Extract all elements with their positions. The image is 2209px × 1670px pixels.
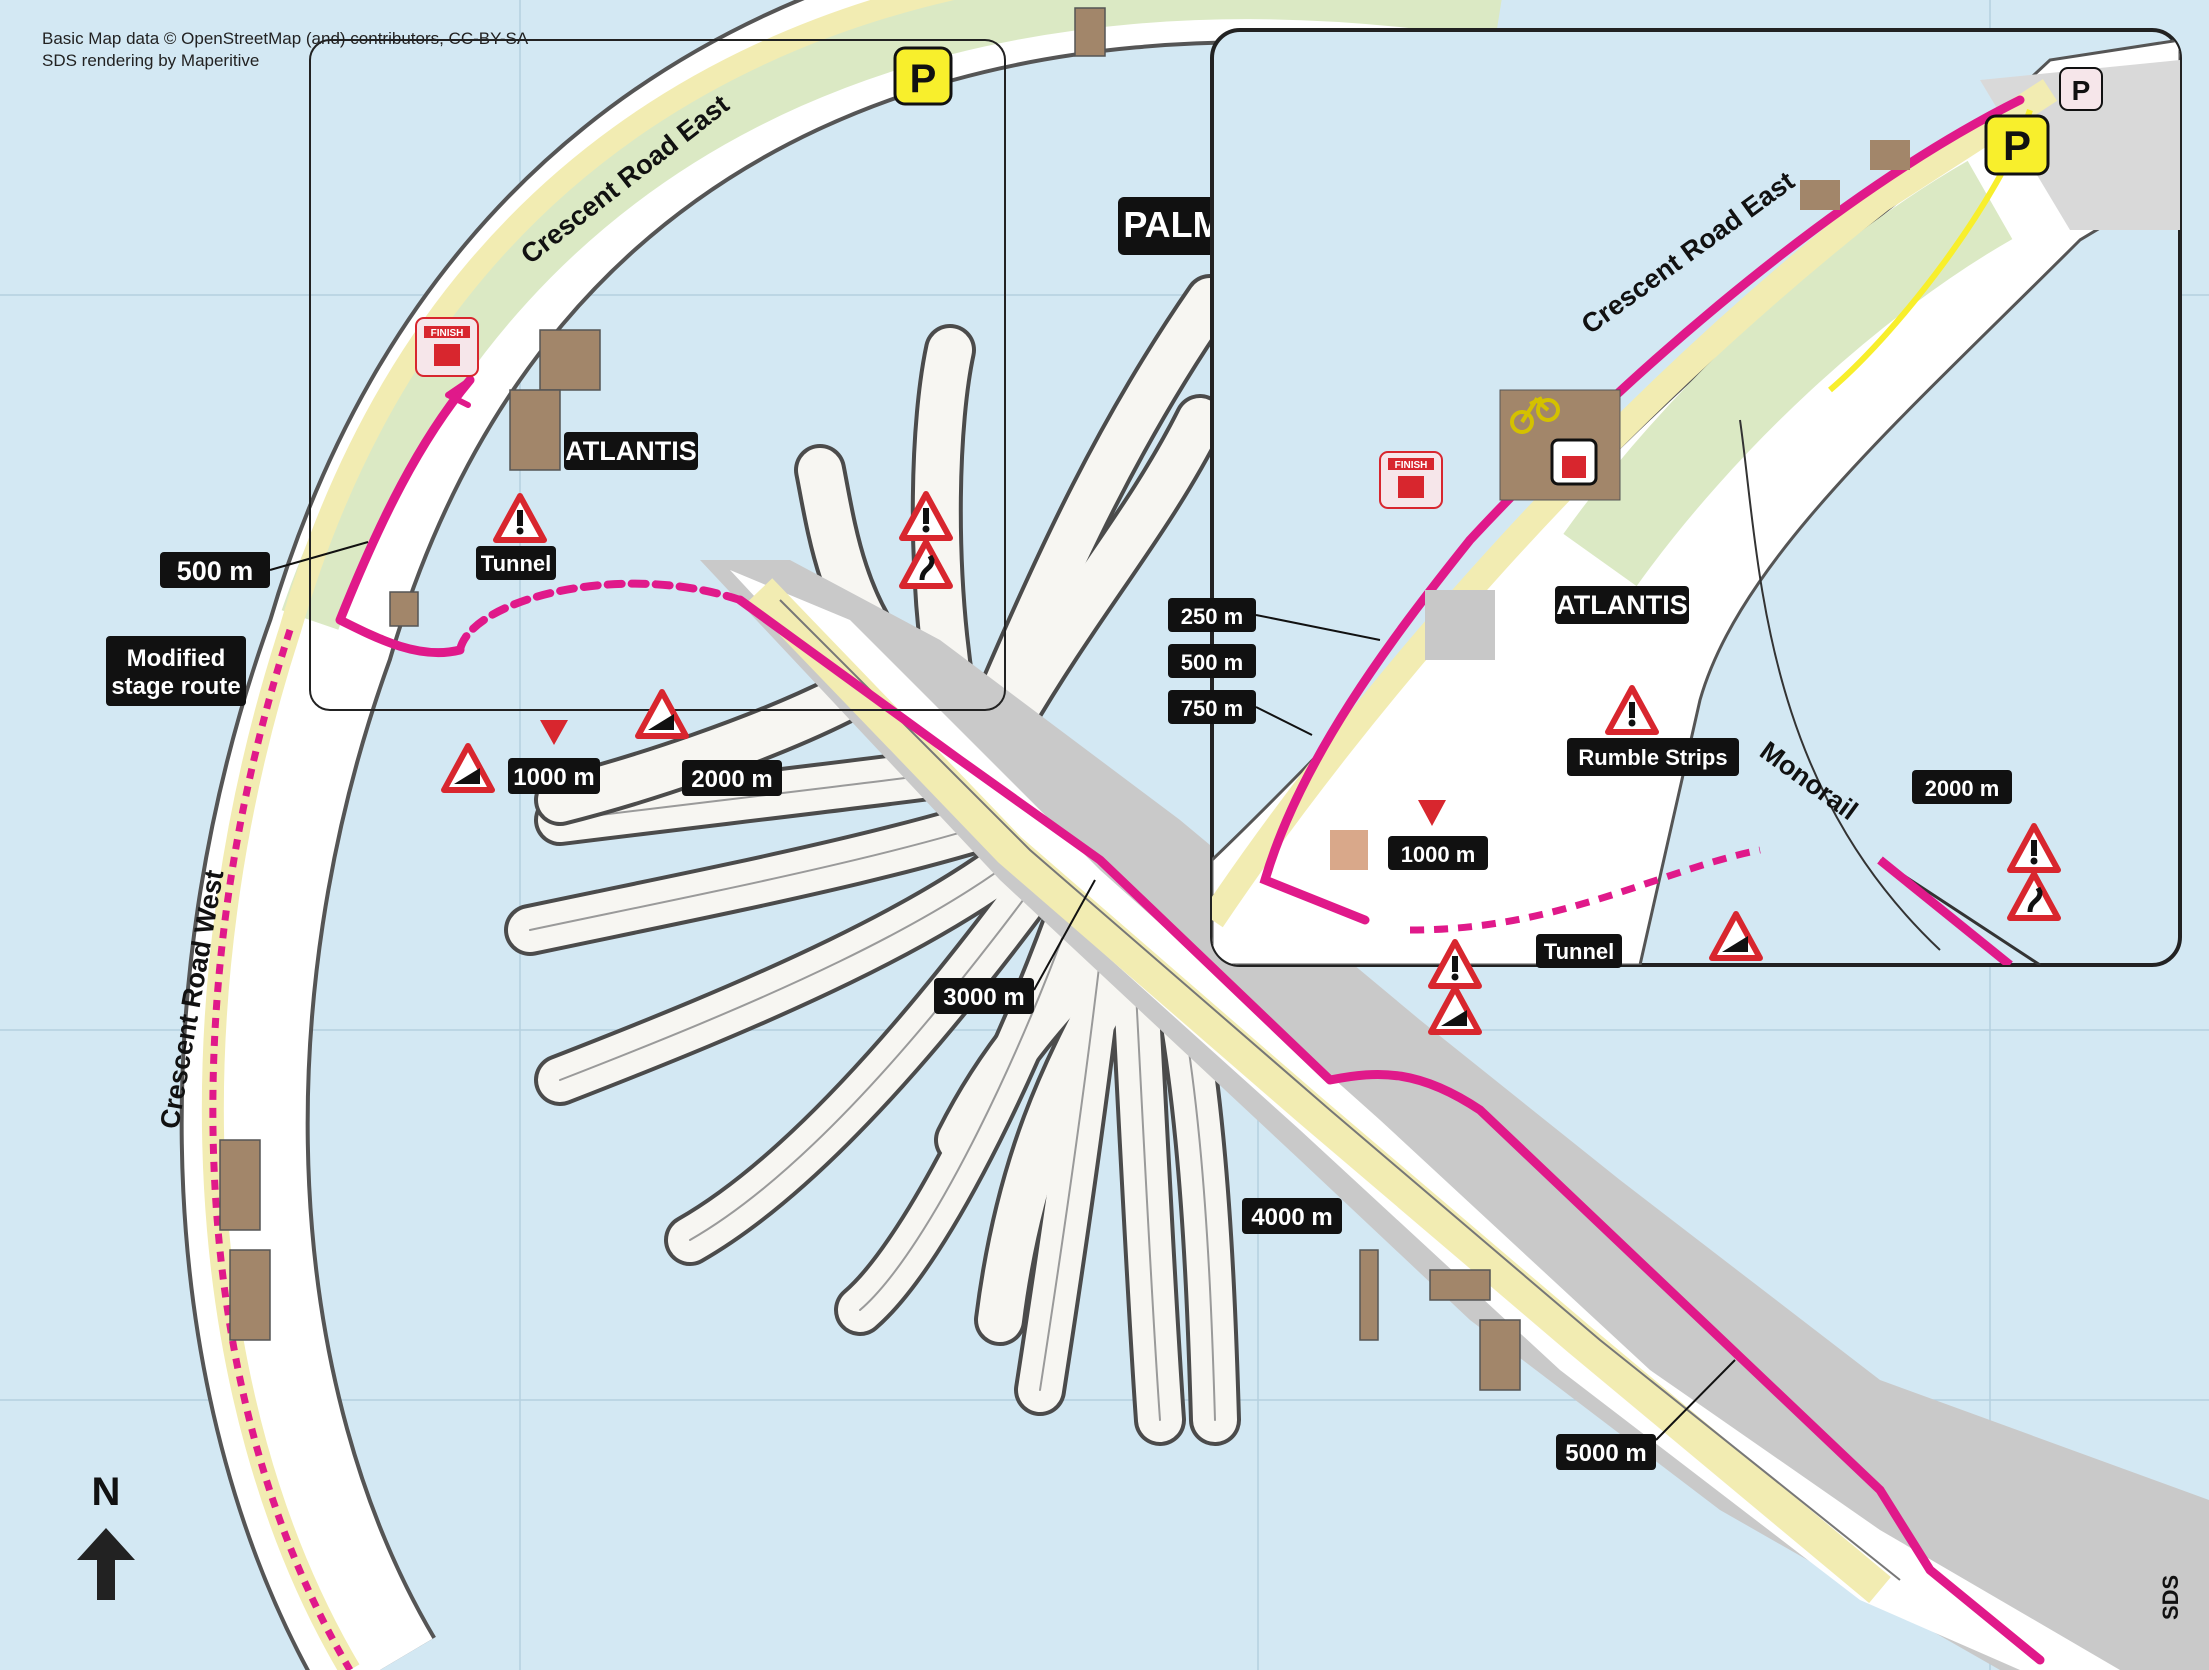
north-arrow-icon: N <box>77 1470 135 1600</box>
palm-trunk <box>700 560 2209 1670</box>
inset-distance-250m-label: 250 m <box>1181 604 1243 629</box>
finish-icon: FINISH <box>415 317 479 377</box>
descent-triangle-icon <box>638 692 686 736</box>
atlantis-label: ATLANTIS <box>565 436 696 466</box>
svg-text:FINISH: FINISH <box>431 328 464 339</box>
distance-4000m-label: 4000 m <box>1251 1204 1332 1231</box>
svg-text:P: P <box>910 57 937 101</box>
inset-finish-icon: FINISH <box>1379 451 1443 509</box>
svg-text:FINISH: FINISH <box>1395 460 1428 471</box>
inset-rumble-strips-label: Rumble Strips <box>1578 745 1727 770</box>
inset-km-marker-icon <box>1418 800 1446 826</box>
distance-500m-label: 500 m <box>177 556 254 586</box>
inset-distance-1000m-label: 1000 m <box>1401 842 1476 867</box>
inset-parking-icon-small: P <box>2059 67 2103 111</box>
race-route <box>335 375 2045 1665</box>
km-marker-icon <box>540 720 568 745</box>
buildings <box>219 7 1521 1391</box>
svg-text:P: P <box>2003 122 2031 169</box>
inset-atlantis-label: ATLANTIS <box>1556 590 1687 620</box>
distance-3000m-label: 3000 m <box>943 984 1024 1011</box>
credit-label: SDS <box>2158 1575 2183 1620</box>
distance-5000m-label: 5000 m <box>1565 1440 1646 1467</box>
descent-triangle-icon <box>444 746 492 790</box>
distance-1000m-label: 1000 m <box>513 764 594 791</box>
modified-route-label-2: stage route <box>111 673 240 700</box>
inset-distance-750m-label: 750 m <box>1181 696 1243 721</box>
inset-distance-2000m-label: 2000 m <box>1925 776 2000 801</box>
attribution-1: Basic Map data © OpenStreetMap (and) con… <box>42 29 529 48</box>
inset-parking-icon: P <box>1984 114 2050 176</box>
flamme-rouge-icon <box>1550 438 1598 486</box>
tunnel-label: Tunnel <box>481 551 551 576</box>
warning-triangle-icon <box>496 496 544 540</box>
modified-route-label-1: Modified <box>127 645 226 672</box>
distance-2000m-label: 2000 m <box>691 766 772 793</box>
inset-tunnel-label: Tunnel <box>1544 939 1614 964</box>
inset-distance-500m-label: 500 m <box>1181 650 1243 675</box>
finish-detail-inset: Crescent Road East Monorail ATLANTIS Rum… <box>1168 28 2182 1032</box>
svg-text:N: N <box>92 1470 121 1514</box>
attribution-2: SDS rendering by Maperitive <box>42 51 259 70</box>
descent-triangle-icon <box>1431 988 1479 1032</box>
parking-icon: P <box>893 46 953 106</box>
bicycle-icon <box>1510 396 1560 434</box>
svg-text:P: P <box>2072 75 2091 106</box>
